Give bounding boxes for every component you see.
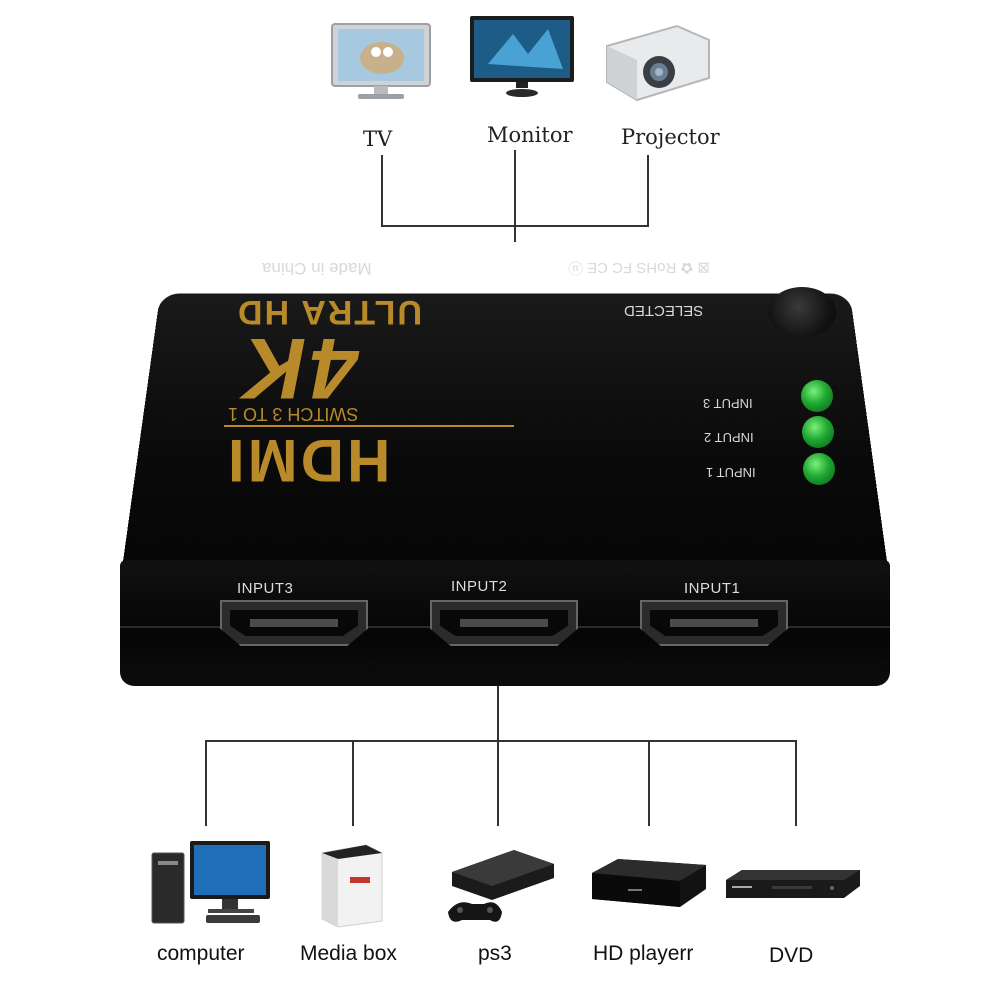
connector-tv: [381, 155, 383, 227]
connector-top-bar: [381, 225, 649, 227]
monitor-icon: [470, 16, 574, 97]
selected-label: SELECTED: [624, 302, 704, 319]
media-box-icon: [321, 844, 383, 928]
monitor-image: [468, 14, 576, 98]
ps3-image: [444, 842, 558, 930]
source-label-ps3: ps3: [478, 942, 512, 965]
hdmi-logo: HDMI: [225, 427, 391, 494]
led-input1: [803, 453, 835, 485]
switch-3-to-1-text: SWITCH 3 TO 1: [228, 404, 359, 424]
led-label-input2: INPUT 2: [704, 430, 754, 445]
tv-image: [330, 22, 432, 104]
hdmi-port-input1[interactable]: [640, 600, 788, 646]
connector-trunk: [497, 686, 499, 826]
connector-dvd: [795, 740, 797, 826]
dvd-icon: [726, 870, 860, 898]
connector-computer: [205, 740, 207, 826]
source-label-media-box: Media box: [300, 942, 397, 965]
connector-projector: [647, 155, 649, 227]
hdmi-port-input2[interactable]: [430, 600, 578, 646]
connector-hd-player: [648, 740, 650, 826]
led-label-input1: INPUT 1: [706, 465, 756, 480]
select-button[interactable]: [768, 287, 836, 337]
connector-bottom-bar: [205, 740, 797, 742]
connector-media-box: [352, 740, 354, 826]
certification-marks: ⊠ ✿ RoHS FC CE ⓤ: [568, 259, 710, 276]
ps3-icon: [448, 850, 554, 922]
hdmi-port-input3[interactable]: [220, 600, 368, 646]
led-label-input3: INPUT 3: [703, 396, 753, 411]
tv-label: TV: [363, 127, 393, 151]
source-label-dvd: DVD: [769, 944, 814, 967]
tv-icon: [331, 23, 431, 99]
monitor-label: Monitor: [487, 123, 573, 147]
dvd-image: [722, 866, 864, 902]
computer-image: [150, 835, 275, 925]
port-pins: [250, 619, 338, 627]
port-label-input1: INPUT1: [684, 580, 741, 597]
port-label-input2: INPUT2: [451, 578, 508, 595]
led-input2: [802, 416, 834, 448]
media-box-image: [318, 843, 386, 929]
port-label-input3: INPUT3: [237, 580, 294, 597]
projector-label: Projector: [621, 125, 720, 149]
made-in-label: Made in China: [262, 259, 372, 278]
connector-monitor: [514, 150, 516, 242]
projector-icon: [606, 24, 710, 102]
source-label-hd-player: HD playerr: [593, 942, 694, 965]
hd-player-image: [588, 855, 710, 911]
computer-icon: [151, 841, 270, 924]
led-input3: [801, 380, 833, 412]
hd-player-icon: [592, 859, 706, 907]
port-pins: [670, 619, 758, 627]
port-pins: [460, 619, 548, 627]
source-label-computer: computer: [157, 942, 245, 965]
hdmi-underline: [224, 425, 514, 427]
projector-image: [597, 16, 715, 108]
